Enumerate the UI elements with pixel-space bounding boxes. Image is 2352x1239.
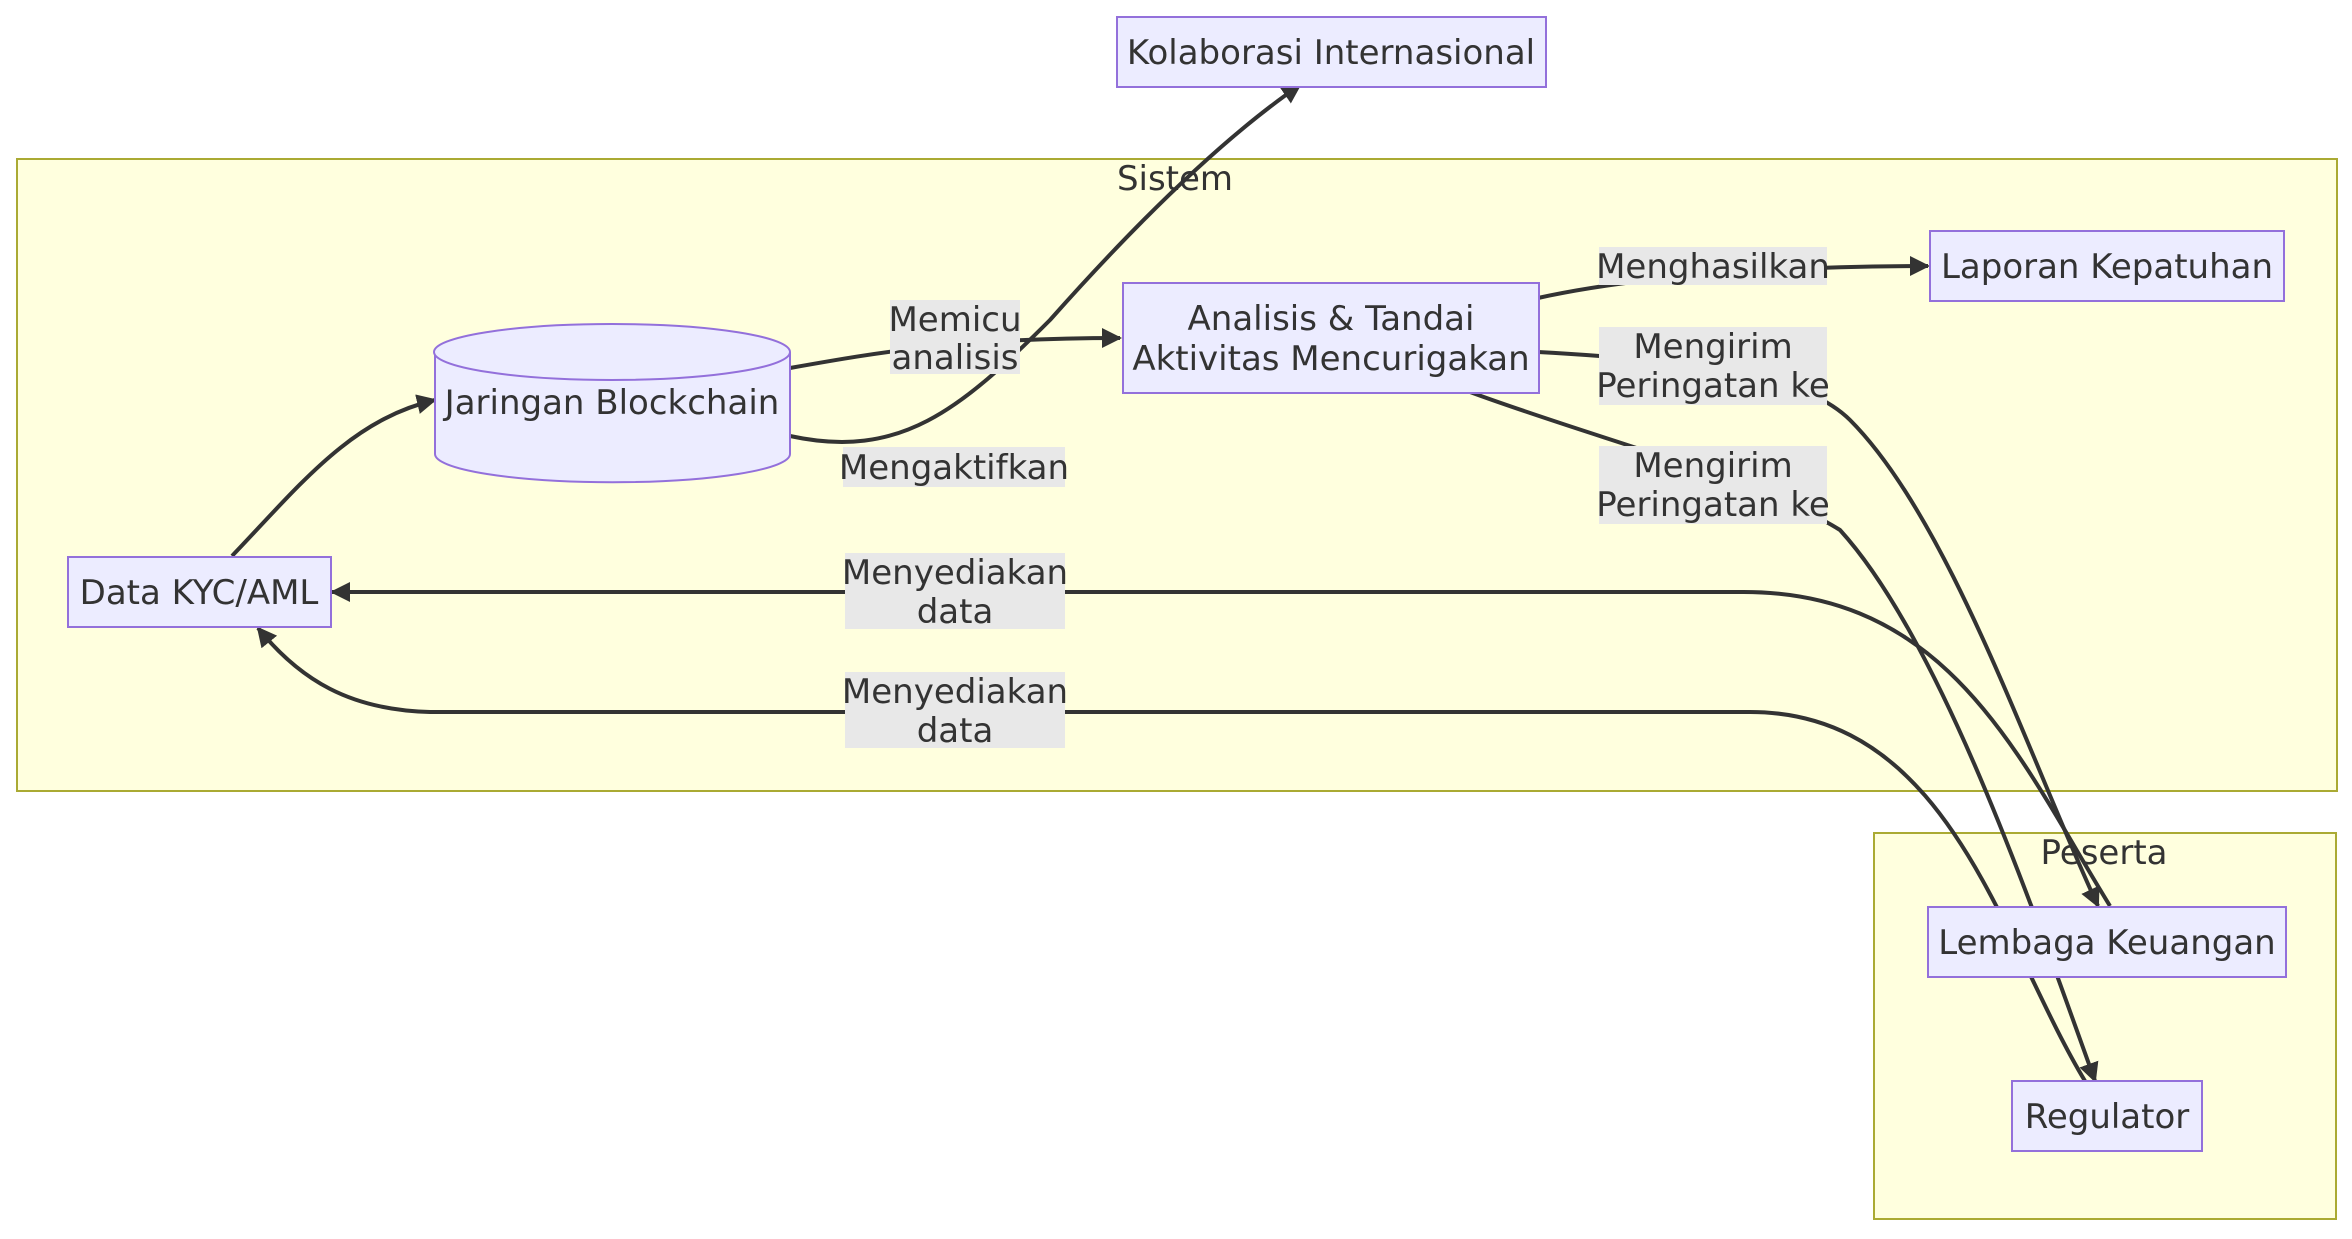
edge-label-activate: Mengaktifkan [839,447,1069,488]
node-kyc-data-label: Data KYC/AML [80,573,319,613]
node-collaboration-label: Kolaborasi Internasional [1127,33,1535,73]
edge-label-send-bank: Mengirim Peringatan ke [1596,327,1830,406]
node-financial-institution[interactable]: Lembaga Keuangan [1927,906,2287,978]
edge-label-trigger: Memicu analisis [888,300,1022,378]
node-compliance-report-label: Laporan Kepatuhan [1941,247,2273,287]
node-financial-institution-label: Lembaga Keuangan [1938,923,2275,963]
edge-bank-to-kyc [330,582,2112,908]
edge-label-generate-text: Menghasilkan [1596,247,1830,287]
edge-blockchain-to-collab [789,83,1302,444]
edge-label-trigger-line2: analisis [892,338,1019,378]
node-regulator-label: Regulator [2025,1097,2190,1137]
edge-kyc-to-blockchain [230,394,437,558]
edge-label-send-reg-line1: Mengirim [1633,446,1792,486]
node-collaboration[interactable]: Kolaborasi Internasional [1116,16,1547,88]
edge-label-provide-bank: Menyediakan data [842,553,1068,632]
node-blockchain-database[interactable]: Jaringan Blockchain [433,323,791,484]
node-analysis-label-line2: Aktivitas Mencurigakan [1132,339,1529,379]
edge-label-send-bank-line1: Mengirim [1633,327,1792,367]
edge-label-send-reg-line2: Peringatan ke [1596,485,1830,525]
node-blockchain-label: Jaringan Blockchain [443,383,780,423]
node-kyc-data[interactable]: Data KYC/AML [67,556,332,628]
node-compliance-report[interactable]: Laporan Kepatuhan [1929,230,2285,302]
edge-label-provide-bank-line2: data [917,592,994,632]
node-analysis[interactable]: Analisis & Tandai Aktivitas Mencurigakan [1122,282,1540,394]
edge-label-trigger-line1: Memicu [888,300,1021,340]
edge-label-generate: Menghasilkan [1596,247,1830,287]
edge-label-send-bank-line2: Peringatan ke [1596,366,1830,406]
node-regulator[interactable]: Regulator [2011,1080,2203,1152]
node-analysis-label-line1: Analisis & Tandai [1188,299,1475,339]
edge-label-provide-reg-line1: Menyediakan [842,672,1068,712]
edge-label-provide-reg: Menyediakan data [842,672,1068,751]
edge-label-send-reg: Mengirim Peringatan ke [1596,446,1830,525]
cluster-participants-label: Peserta [2041,833,2168,873]
edge-label-provide-reg-line2: data [917,711,994,751]
cluster-participants: Peserta [1873,832,2337,1220]
edge-label-activate-text: Mengaktifkan [839,448,1069,488]
edge-label-provide-bank-line1: Menyediakan [842,553,1068,593]
cluster-system-label: Sistem [1117,159,1233,199]
